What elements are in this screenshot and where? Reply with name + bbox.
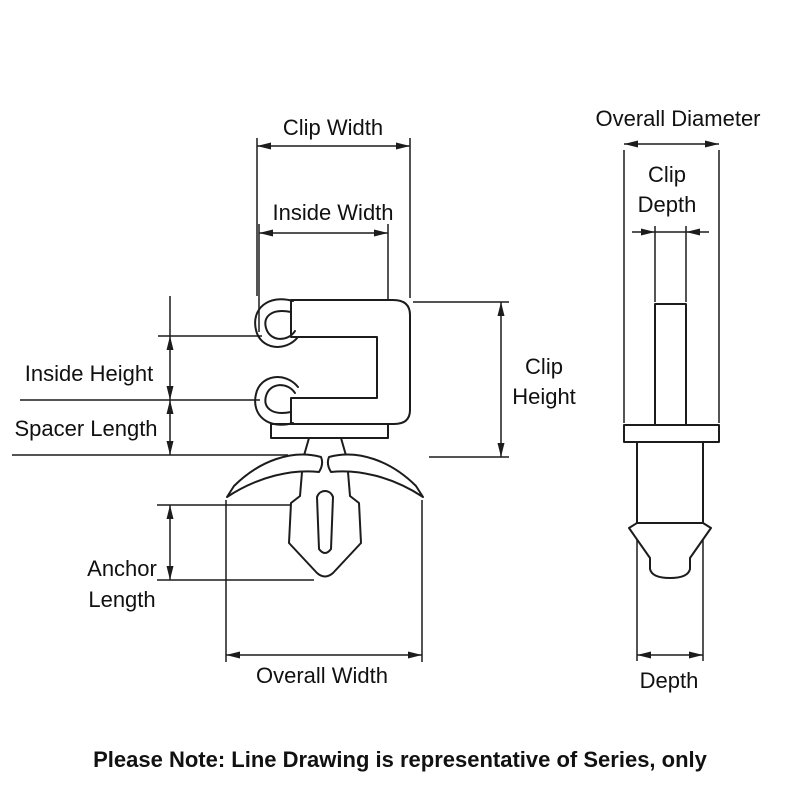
clip-depth-label-line1: Clip xyxy=(648,162,686,187)
overall-diameter-label: Overall Diameter xyxy=(595,106,760,131)
side-anchor-tip xyxy=(628,522,712,579)
anchor-length-label-line1: Anchor xyxy=(87,556,157,581)
dim-overall-width xyxy=(225,500,423,662)
series-note: Please Note: Line Drawing is representat… xyxy=(93,747,708,772)
side-neck xyxy=(654,303,687,426)
clip-height-label-line1: Clip xyxy=(525,354,563,379)
dim-arrow xyxy=(166,336,174,400)
dim-inside-width xyxy=(258,224,389,334)
overall-width-label: Overall Width xyxy=(256,663,388,688)
wing-right xyxy=(326,453,424,498)
clip-body-outline xyxy=(290,299,411,425)
anchor-length-label-line2: Length xyxy=(88,587,155,612)
dim-arrow xyxy=(259,229,388,237)
clip-height-label-line2: Height xyxy=(512,384,576,409)
side-view-drawing xyxy=(623,303,720,579)
dim-arrow xyxy=(641,228,700,236)
dim-arrow xyxy=(637,651,703,659)
depth-label: Depth xyxy=(640,668,699,693)
dimension-labels: Clip Width Inside Width Inside Height Sp… xyxy=(14,106,760,693)
side-body xyxy=(636,441,704,524)
dim-spacer-length xyxy=(12,400,288,456)
inside-width-label: Inside Width xyxy=(272,200,393,225)
wing-left xyxy=(226,453,324,498)
clip-depth-label-line2: Depth xyxy=(638,192,697,217)
lower-hook-finger-inner xyxy=(264,384,296,414)
anchor-slot xyxy=(316,490,334,554)
side-flange xyxy=(623,424,720,443)
spacer-block xyxy=(270,423,389,439)
dim-overall-diameter xyxy=(623,140,720,423)
dim-clip-depth xyxy=(632,226,709,302)
front-view-drawing xyxy=(226,298,424,578)
upper-hook-finger-inner xyxy=(264,310,296,340)
inside-height-label: Inside Height xyxy=(25,361,153,386)
upper-hook-finger xyxy=(254,298,299,348)
dim-clip-height xyxy=(413,301,509,458)
dim-anchor-length xyxy=(157,504,314,581)
clip-width-label: Clip Width xyxy=(283,115,383,140)
dim-clip-width xyxy=(256,138,411,298)
anchor-legs-outline xyxy=(288,459,362,578)
spacer-length-label: Spacer Length xyxy=(14,416,157,441)
dim-arrow xyxy=(166,400,174,455)
lower-hook-finger xyxy=(254,376,299,426)
dim-inside-height xyxy=(20,296,262,401)
dim-depth xyxy=(636,532,704,661)
